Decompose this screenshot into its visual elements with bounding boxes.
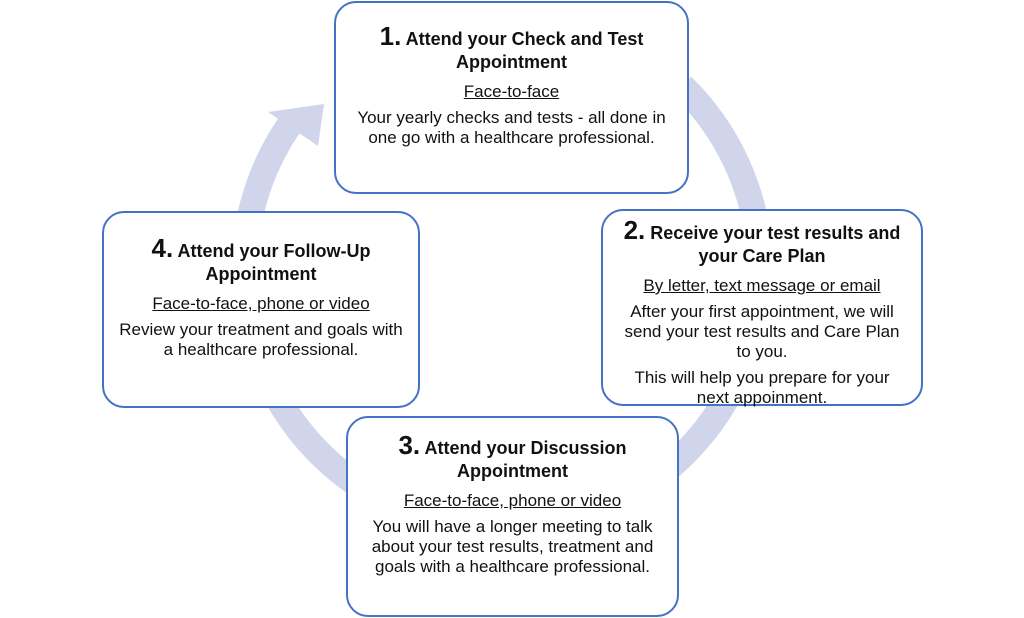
step-1-mode: Face-to-face [463,82,560,101]
step-2-title: 2. Receive your test results and your Ca… [617,217,907,268]
step-4-card: 4. Attend your Follow-Up Appointment Fac… [102,211,420,408]
step-3-description: You will have a longer meeting to talk a… [371,517,654,576]
step-2-card: 2. Receive your test results and your Ca… [601,209,923,407]
step-4-title: 4. Attend your Follow-Up Appointment [118,235,404,286]
step-2-mode: By letter, text message or email [643,276,881,295]
step-3-number: 3. [398,430,421,460]
step-3-title: 3. Attend your Discussion Appointment [362,432,663,483]
cycle-arrowhead-icon [268,104,324,146]
step-4-number: 4. [151,233,174,263]
step-1-description: Your yearly checks and tests - all done … [357,108,666,147]
step-1-number: 1. [379,21,402,51]
step-4-description: Review your treatment and goals with a h… [119,320,403,359]
step-3-title-text: Attend your Discussion Appointment [424,438,627,481]
step-4-mode: Face-to-face, phone or video [152,294,370,313]
step-2-description: After your first appointment, we will se… [624,302,900,361]
step-4-title-text: Attend your Follow-Up Appointment [177,241,371,284]
step-1-title: 1. Attend your Check and Test Appointmen… [350,23,673,74]
step-3-card: 3. Attend your Discussion Appointment Fa… [346,416,679,617]
step-3-mode: Face-to-face, phone or video [403,491,622,510]
step-1-title-text: Attend your Check and Test Appointment [405,29,644,72]
step-2-number: 2. [623,215,646,245]
step-1-card: 1. Attend your Check and Test Appointmen… [334,1,689,194]
step-2-description-2: This will help you prepare for your next… [634,368,890,407]
step-2-title-text: Receive your test results and your Care … [650,223,901,266]
